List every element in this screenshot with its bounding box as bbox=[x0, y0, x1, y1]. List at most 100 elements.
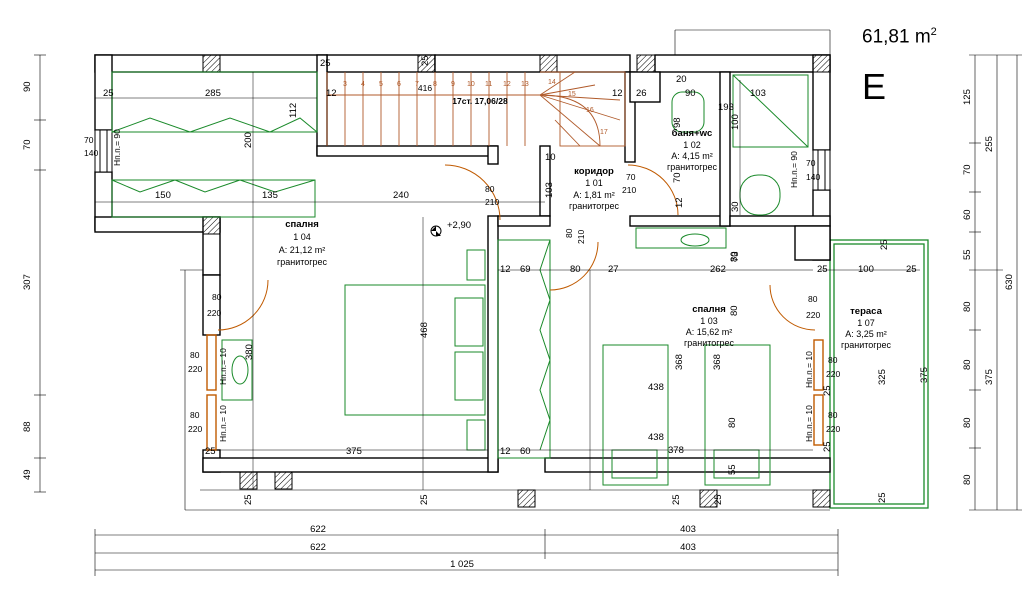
dim: 468 bbox=[419, 322, 430, 338]
bd-h: 220 bbox=[826, 424, 840, 434]
dim: 25 bbox=[877, 492, 888, 503]
dim: 25 bbox=[713, 494, 724, 505]
dim: 25 bbox=[906, 264, 917, 275]
dim: 26 bbox=[636, 88, 647, 99]
win-h: 140 bbox=[84, 148, 98, 158]
room-name: тераса bbox=[850, 306, 882, 317]
step-number: 14 bbox=[548, 79, 556, 86]
dim: 438 bbox=[648, 432, 664, 443]
step-number: 6 bbox=[397, 81, 401, 88]
dimension-lines bbox=[95, 72, 920, 490]
area-total: 61,81 m2 bbox=[862, 26, 937, 48]
door-h: 210 bbox=[622, 185, 636, 195]
dim: 103 bbox=[750, 88, 766, 99]
dim: 80 bbox=[962, 474, 973, 485]
win-h: 140 bbox=[806, 172, 820, 182]
dim: 25 bbox=[419, 494, 430, 505]
dim: 112 bbox=[288, 103, 299, 118]
win-sill: Нп.п.= 90 bbox=[789, 151, 799, 188]
door-w: 80 bbox=[212, 292, 222, 302]
room-code: 1 04 bbox=[293, 232, 311, 242]
dim: 200 bbox=[243, 132, 254, 148]
room-name: спалня bbox=[692, 304, 726, 315]
door-swings bbox=[217, 164, 816, 331]
step-number: 11 bbox=[485, 81, 492, 88]
right-dimension-texts: 125 70 60 55 80 80 80 80 255 630 375 25 … bbox=[729, 89, 1015, 485]
bottom-dimension-chains bbox=[94, 529, 839, 576]
room-area: A: 3,25 m² bbox=[845, 329, 887, 339]
step-number: 13 bbox=[521, 81, 529, 88]
bd-sill: Нп.п.= 10 bbox=[218, 348, 228, 385]
room-name: баня+wc bbox=[672, 128, 713, 139]
staircase bbox=[326, 71, 626, 147]
dim: 378 bbox=[668, 445, 684, 456]
dim: 307 bbox=[22, 274, 33, 290]
dim: 25 bbox=[243, 494, 254, 505]
dim: 375 bbox=[919, 367, 930, 383]
windows bbox=[94, 129, 831, 191]
level-mark: +2,90 bbox=[430, 220, 471, 237]
dim: 10 bbox=[545, 152, 556, 163]
room-finish: гранитогрес bbox=[684, 338, 735, 348]
dim: 262 bbox=[710, 264, 726, 275]
room-area: A: 4,15 m² bbox=[671, 151, 713, 161]
dim: 60 bbox=[962, 209, 973, 220]
room-finish: гранитогрес bbox=[841, 340, 892, 350]
dim: 622 bbox=[310, 542, 326, 553]
area-sup: 2 bbox=[930, 26, 937, 38]
room-finish: гранитогрес bbox=[667, 162, 718, 172]
balcony-doors bbox=[206, 334, 824, 451]
dim: 12 bbox=[326, 88, 337, 99]
room-area: A: 1,81 m² bbox=[573, 190, 615, 200]
step-number: 16 bbox=[586, 107, 594, 114]
step-number: 12 bbox=[503, 81, 511, 88]
room-area: A: 15,62 m² bbox=[686, 327, 733, 337]
dim: 630 bbox=[1004, 274, 1015, 290]
dim: 90 bbox=[22, 81, 33, 92]
dim: 90 bbox=[685, 88, 696, 99]
step-number: 15 bbox=[568, 91, 576, 98]
dim: 375 bbox=[346, 446, 362, 457]
dim: 49 bbox=[22, 469, 33, 480]
bd-h: 220 bbox=[188, 424, 202, 434]
dim: 80 bbox=[962, 301, 973, 312]
dim: 375 bbox=[984, 369, 995, 385]
room-labels: спалня 1 04 A: 21,12 m² гранитогрес кори… bbox=[277, 128, 892, 350]
dim: 25 bbox=[822, 441, 833, 452]
dim: 60 bbox=[520, 446, 531, 457]
opening-labels: 70 140 Нп.п.= 90 80 210 70 210 80 210 80… bbox=[84, 129, 840, 442]
door-h: 210 bbox=[485, 197, 499, 207]
step-number: 3 bbox=[343, 81, 347, 88]
bd-sill: Нп.п.= 10 bbox=[804, 405, 814, 442]
dim: 438 bbox=[648, 382, 664, 393]
dim: 103 bbox=[544, 182, 555, 198]
dim: 255 bbox=[984, 136, 995, 152]
bottom-dimension-texts: 622 403 622 403 1 025 bbox=[310, 524, 696, 570]
room-code: 1 07 bbox=[857, 318, 875, 328]
dim: 25 bbox=[205, 446, 216, 457]
dim: 403 bbox=[680, 542, 696, 553]
dim: 368 bbox=[712, 354, 723, 370]
dim: 12 bbox=[674, 197, 685, 208]
bd-h: 220 bbox=[826, 369, 840, 379]
dim: 193 bbox=[718, 102, 734, 113]
dim: 368 bbox=[674, 354, 685, 370]
dim: 12 bbox=[612, 88, 623, 99]
stair-width: 416 bbox=[418, 83, 432, 93]
door-w: 80 bbox=[485, 184, 495, 194]
dim: 27 bbox=[608, 264, 619, 275]
dim: 1 025 bbox=[450, 559, 474, 570]
step-number: 7 bbox=[415, 81, 419, 88]
door-h: 220 bbox=[207, 308, 221, 318]
door-h: 220 bbox=[806, 310, 820, 320]
stair-label: 17ст. 17,06/28 bbox=[452, 96, 508, 106]
dim: 100 bbox=[730, 114, 741, 130]
dim: 80 bbox=[570, 264, 581, 275]
dim: 150 bbox=[155, 190, 171, 201]
room-code: 1 02 bbox=[683, 140, 701, 150]
dim: 25 bbox=[320, 58, 331, 69]
step-number: 5 bbox=[379, 81, 383, 88]
left-dimension-texts: 90 70 307 88 49 bbox=[22, 81, 33, 480]
terrace-railing bbox=[829, 239, 929, 509]
dim: 12 bbox=[500, 264, 511, 275]
